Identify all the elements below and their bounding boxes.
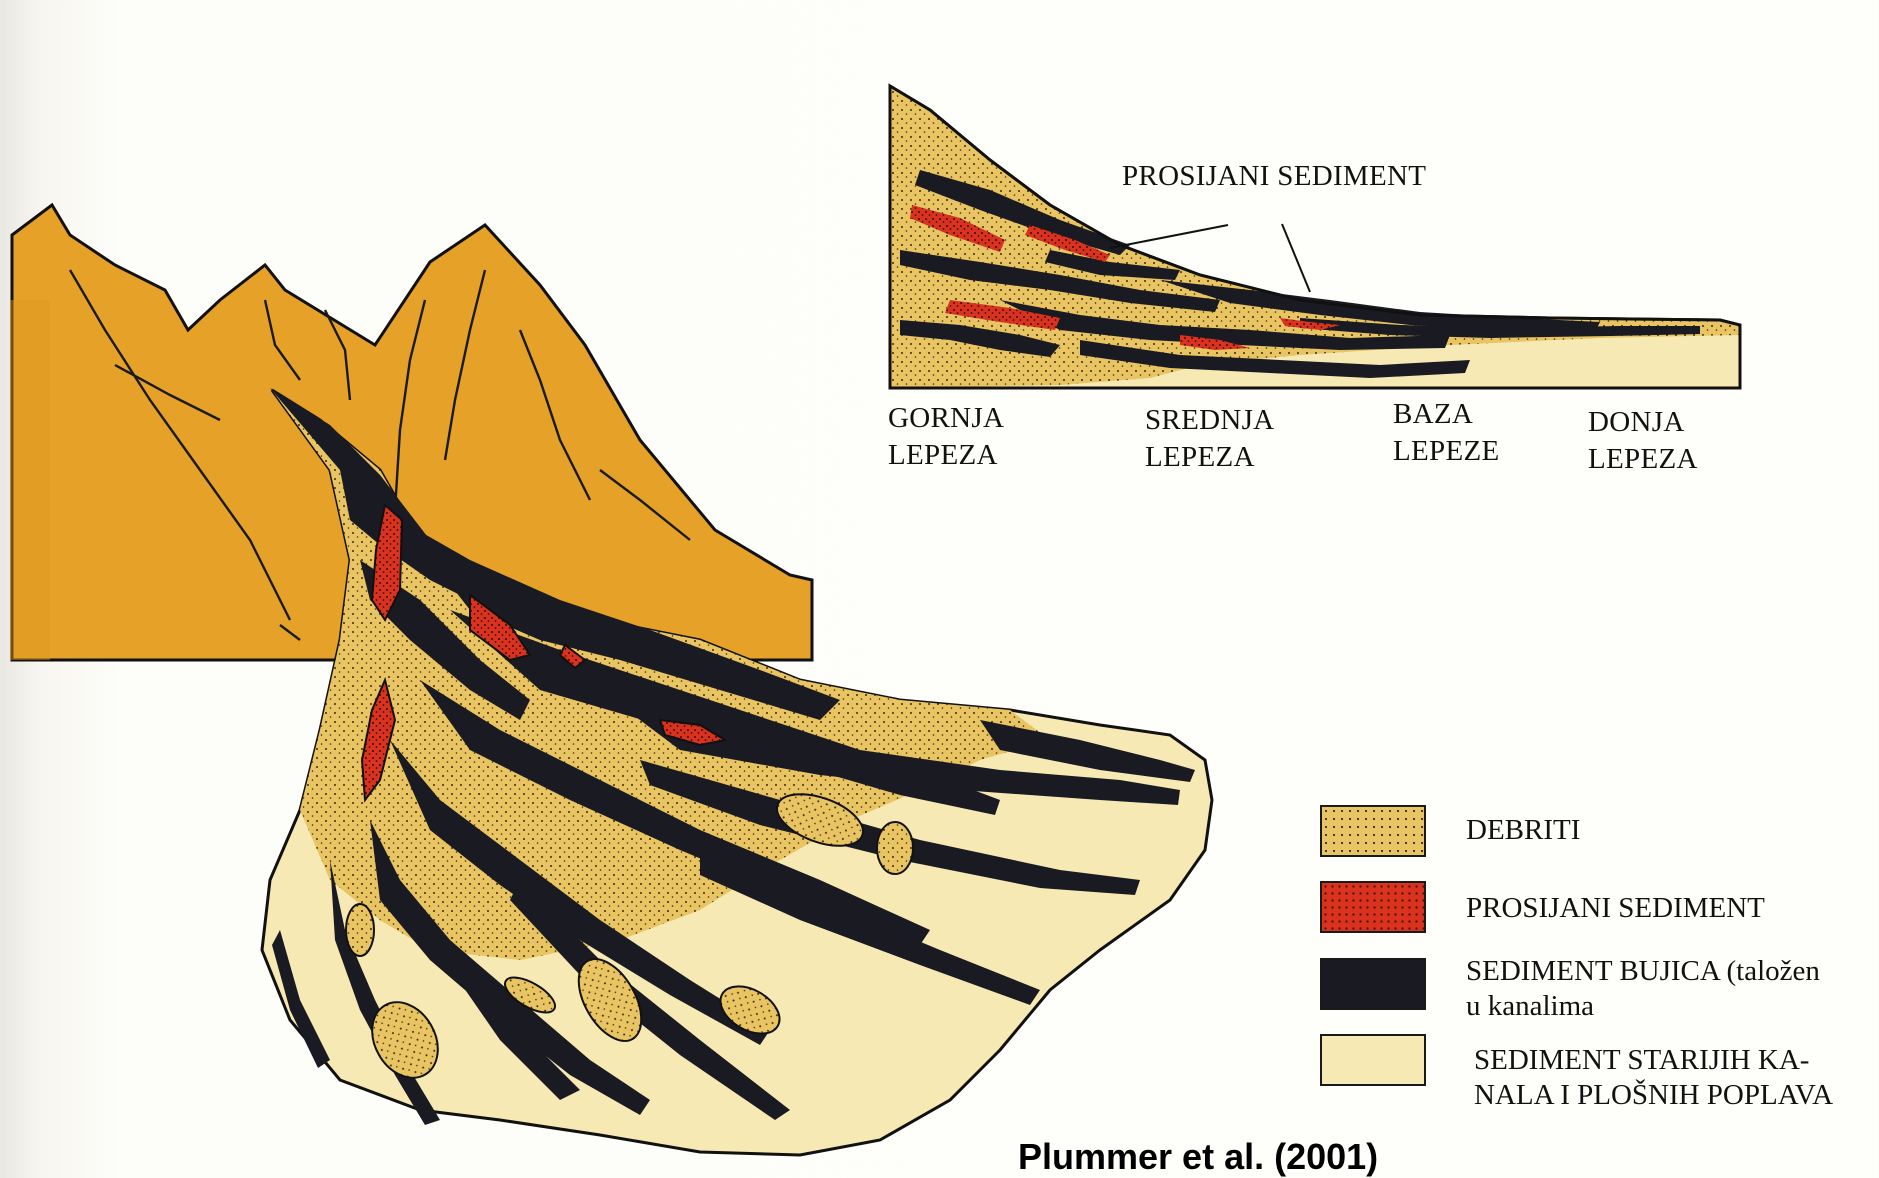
legend-item-sieve: PROSIJANI SEDIMENT — [1320, 881, 1426, 933]
callout-label: PROSIJANI SEDIMENT — [1122, 158, 1426, 195]
legend-item-channel: SEDIMENT BUJICA (taložen u kanalima — [1320, 958, 1426, 1010]
legend-swatch-sieve — [1320, 881, 1426, 933]
legend-label: PROSIJANI SEDIMENT — [1466, 891, 1765, 926]
fan-cross-section — [890, 86, 1740, 388]
citation: Plummer et al. (2001) — [1018, 1136, 1378, 1178]
legend-swatch-old-sediment — [1320, 1034, 1426, 1086]
legend-item-debris: DEBRITI — [1320, 805, 1426, 857]
legend-label: u kanalima — [1466, 989, 1820, 1024]
legend-label: DEBRITI — [1466, 813, 1580, 848]
zone-label-upper: GORNJA LEPEZA — [888, 400, 1004, 474]
zone-label-base: BAZA LEPEZE — [1393, 396, 1500, 470]
legend-swatch-debris — [1320, 805, 1426, 857]
legend-label: SEDIMENT BUJICA (taložen — [1466, 954, 1820, 989]
legend-label: NALA I PLOŠNIH POPLAVA — [1474, 1078, 1833, 1113]
legend-label: SEDIMENT STARIJIH KA- — [1474, 1043, 1833, 1078]
legend-swatch-channel — [1320, 958, 1426, 1010]
zone-label-lower: DONJA LEPEZA — [1588, 404, 1698, 478]
legend-item-old-sediment: SEDIMENT STARIJIH KA- NALA I PLOŠNIH POP… — [1320, 1034, 1426, 1086]
zone-label-middle: SREDNJA LEPEZA — [1145, 402, 1274, 476]
